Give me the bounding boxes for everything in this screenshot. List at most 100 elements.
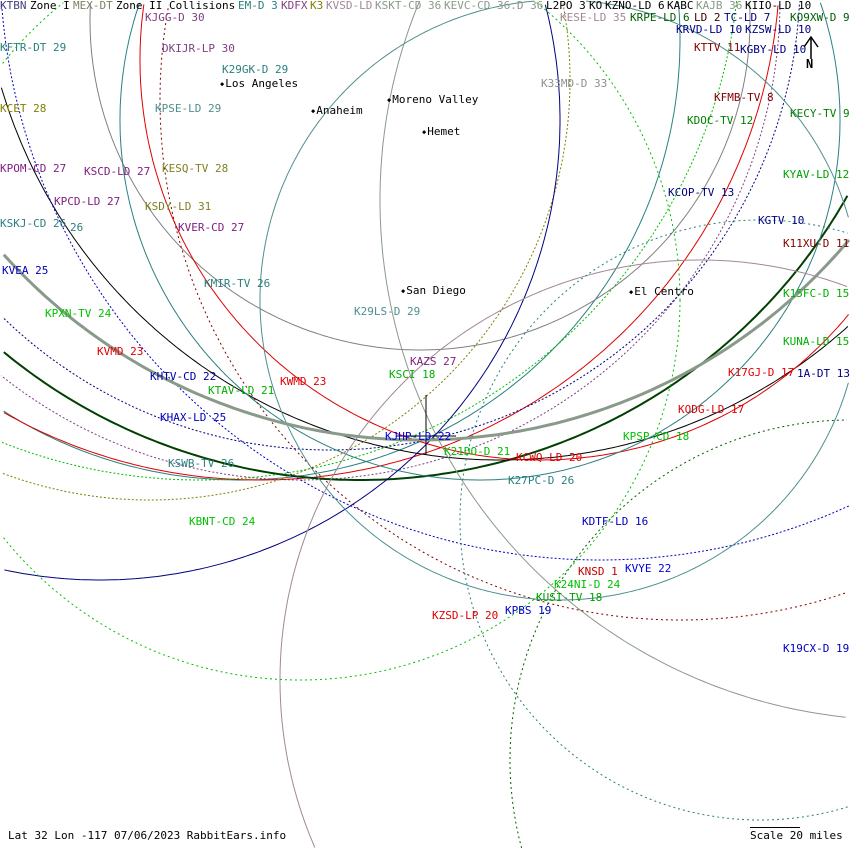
top-label[interactable]: KAJB 36: [696, 0, 743, 12]
contour-arc: [2, 2, 681, 681]
station-label[interactable]: KZSD-LP 20: [432, 609, 499, 622]
legend-zone1: Zone I: [30, 0, 70, 12]
city-hemet: Hemet: [422, 126, 460, 138]
top-label[interactable]: KJGG-D 30: [145, 11, 205, 24]
station-label[interactable]: KGTV 10: [758, 214, 805, 227]
station-label[interactable]: K11XU-D 11: [783, 237, 850, 250]
station-label[interactable]: KSWB-TV 26: [168, 457, 235, 470]
contour-arc: [379, 0, 846, 718]
station-label[interactable]: KPXN-TV 24: [45, 307, 112, 320]
station-label[interactable]: KUSI-TV 18: [536, 591, 603, 604]
station-label[interactable]: KPBS 19: [505, 604, 552, 617]
station-label[interactable]: 26: [70, 221, 84, 234]
station-label[interactable]: KCWQ-LD 20: [516, 451, 583, 464]
city-el-centro: El Centro: [629, 286, 694, 298]
station-label[interactable]: K33MD-D 33: [541, 77, 608, 90]
top-label[interactable]: K3: [310, 0, 324, 12]
station-label[interactable]: KCOP-TV 13: [668, 186, 735, 199]
station-label[interactable]: KGBY-LD 10: [740, 43, 807, 56]
legend-zone2: Zone II Collisions: [116, 0, 236, 12]
station-label[interactable]: 1A-DT 13: [797, 367, 850, 380]
contour-arc: [1, 1, 850, 561]
station-label[interactable]: KVER-CD 27: [178, 221, 245, 234]
station-label[interactable]: KVEA 25: [2, 264, 49, 277]
city-anaheim: Anaheim: [311, 105, 362, 117]
station-label[interactable]: KUNA-LD 15: [783, 335, 850, 348]
station-label[interactable]: KPSP-CD 18: [623, 430, 690, 443]
station-label[interactable]: KHTV-CD 22: [150, 370, 217, 383]
station-label[interactable]: KSKJ-CD 26: [0, 217, 67, 230]
scale-label: Scale 20 miles: [750, 829, 843, 842]
top-label[interactable]: L2PO 3: [546, 0, 586, 12]
city-moreno-valley: Moreno Valley: [387, 94, 478, 106]
station-label[interactable]: K24NI-D 24: [554, 578, 621, 591]
station-label[interactable]: KECY-TV 9: [790, 107, 850, 120]
top-label[interactable]: KSKT-CD 36: [375, 0, 442, 12]
station-label[interactable]: KTAV-LD 21: [208, 384, 275, 397]
top-label[interactable]: LD 2: [694, 11, 721, 24]
contour-arc: [459, 219, 848, 821]
station-label[interactable]: KBNT-CD 24: [189, 515, 256, 528]
top-label[interactable]: MEX-DT: [73, 0, 113, 12]
station-label[interactable]: KHAX-LD 25: [160, 411, 227, 424]
contour-arc: [509, 419, 848, 849]
station-label[interactable]: KNSD 1: [578, 565, 618, 578]
top-label[interactable]: KDFX: [281, 0, 308, 12]
top-label[interactable]: KIIO-LD 10: [745, 0, 812, 12]
station-label[interactable]: KFTR-DT 29: [0, 41, 67, 54]
station-label[interactable]: KDOC-TV 12: [687, 114, 754, 127]
station-label[interactable]: K17GJ-D 17: [728, 366, 795, 379]
station-label[interactable]: KVYE 22: [625, 562, 672, 575]
station-label[interactable]: KFMB-TV 8: [714, 91, 774, 104]
station-label[interactable]: KPOM-CD 27: [0, 162, 67, 175]
station-label[interactable]: K27PC-D 26: [508, 474, 575, 487]
footer-info: Lat 32 Lon -117 07/06/2023 RabbitEars.in…: [8, 829, 287, 842]
contour-arc: [3, 195, 849, 481]
station-label[interactable]: KTTV 11: [694, 41, 741, 54]
station-label[interactable]: K15FC-D 15: [783, 287, 850, 300]
top-label[interactable]: TC-LD 7: [724, 11, 771, 24]
station-label[interactable]: KCET 28: [0, 102, 47, 115]
station-label[interactable]: DKIJR-LP 30: [162, 42, 235, 55]
contour-arc: [3, 1, 681, 481]
station-label[interactable]: KPSE-LD 29: [155, 102, 222, 115]
contour-arc: [259, 0, 849, 601]
top-label[interactable]: KO: [589, 0, 603, 12]
station-label[interactable]: KRPE-LD 6: [630, 11, 690, 24]
station-label[interactable]: KPCD-LD 27: [54, 195, 121, 208]
station-label[interactable]: KYAV-LD 12: [783, 168, 850, 181]
top-label[interactable]: KO9XW-D 9: [790, 11, 850, 24]
station-label[interactable]: KSCI 18: [389, 368, 436, 381]
station-label[interactable]: KESQ-TV 28: [162, 162, 229, 175]
top-label[interactable]: KEVC-CD 36.D 36: [444, 0, 544, 12]
top-label[interactable]: KABC: [667, 0, 694, 12]
station-label[interactable]: KDTF-LD 16: [582, 515, 649, 528]
station-label[interactable]: KZSW-LD 10: [745, 23, 812, 36]
station-label[interactable]: KJHP-LD 22: [385, 430, 452, 443]
station-label[interactable]: KVMD 23: [97, 345, 144, 358]
station-label[interactable]: KWMD 23: [280, 375, 327, 388]
city-san-diego: San Diego: [401, 285, 466, 297]
station-label[interactable]: KSDY-LD 31: [145, 200, 212, 213]
station-label[interactable]: K29GK-D 29: [222, 63, 289, 76]
station-label[interactable]: K29LS-D 29: [354, 305, 421, 318]
contour-arc: [159, 5, 846, 621]
top-label[interactable]: KVSD-LD: [326, 0, 373, 12]
station-label[interactable]: KESE-LD 35: [560, 11, 627, 24]
contour-arc: [1, 1, 737, 481]
station-label[interactable]: KSCD-LD 27: [84, 165, 151, 178]
top-label[interactable]: EM-D 3: [238, 0, 278, 12]
top-label[interactable]: KTBN: [0, 0, 27, 12]
top-label[interactable]: KZNO-LD 6: [605, 0, 665, 12]
station-label[interactable]: K19CX-D 19: [783, 642, 850, 655]
station-label[interactable]: KRVD-LD 10: [676, 23, 743, 36]
city-los-angeles: Los Angeles: [220, 78, 298, 90]
contour-arc: [2, 239, 850, 442]
station-label[interactable]: KODG-LD 17: [678, 403, 745, 416]
station-label[interactable]: KMIR-TV 26: [204, 277, 271, 290]
contour-arc: [3, 5, 779, 481]
station-label[interactable]: KAZS 27: [410, 355, 457, 368]
contour-arc: [119, 2, 841, 481]
station-label[interactable]: K21DO-D 21: [444, 445, 511, 458]
